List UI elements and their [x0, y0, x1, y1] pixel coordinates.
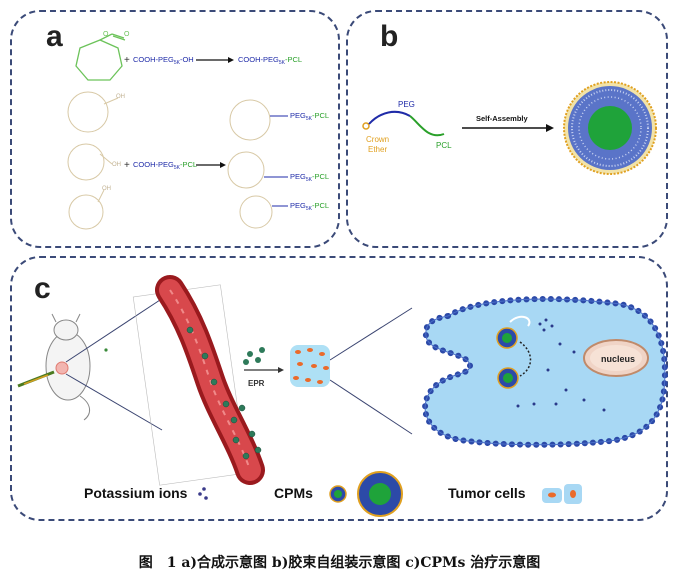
oh-label-3: OH — [102, 186, 111, 192]
vessel-nanoparticles — [186, 326, 262, 460]
mouse-illustration — [45, 313, 91, 421]
plus-1: + — [124, 55, 130, 66]
legend-cpm-large-icon — [357, 471, 403, 517]
dotted-arrow — [519, 341, 532, 377]
stray-dot — [104, 348, 108, 352]
pcl-block — [409, 115, 445, 137]
tumor-cell — [422, 296, 668, 448]
epr-label: EPR — [248, 379, 265, 388]
peg-label: PEG — [398, 100, 415, 109]
blood-vessel — [132, 275, 265, 486]
micelle-core — [588, 106, 632, 150]
panel-c-letter: c — [34, 272, 51, 305]
legend-tumor-cell-icon-1 — [542, 488, 562, 503]
crown-ethers-right — [227, 99, 273, 229]
tumor-tissue — [290, 345, 330, 387]
legend-cpms-label: CPMs — [274, 485, 313, 501]
crown-label-2: Ether — [368, 145, 387, 154]
nucleus-label: nucleus — [601, 354, 635, 364]
panel-a-letter: a — [46, 20, 63, 53]
legend-tumor-cell-icon-2 — [564, 484, 582, 504]
self-assembly-label: Self-Assembly — [476, 114, 529, 123]
cpm-inside-2 — [497, 367, 519, 389]
ether-product-1: PEG5K-PCL — [290, 111, 329, 122]
figure-caption: 图 1 a)合成示意图 b)胶束自组装示意图 c)CPMs 治疗示意图 — [138, 555, 541, 571]
caprolactone-oxygen: O — [103, 31, 109, 38]
ether-product-3: PEG5K-PCL — [290, 201, 329, 212]
peg-chains-right — [264, 115, 288, 207]
reagent-1: COOH-PEG5K-OH — [133, 55, 194, 66]
epr-particles — [243, 347, 265, 365]
legend-potassium-icon — [198, 487, 208, 500]
crown-ether-head — [362, 122, 370, 130]
nucleus — [583, 339, 649, 377]
ether-product-2: PEG5K-PCL — [290, 172, 329, 183]
legend-cpm-small-icon — [329, 485, 347, 503]
panel-b-letter: b — [380, 20, 399, 53]
reagent-2: COOH-PEG5K-PCL — [133, 160, 197, 171]
panel-b-frame — [346, 10, 668, 248]
crown-ethers-left — [67, 91, 119, 230]
legend-potassium-label: Potassium ions — [84, 485, 188, 501]
zoom-lines — [65, 299, 413, 435]
legend-tumor-label: Tumor cells — [448, 485, 526, 501]
oh-label-2: OH — [112, 162, 121, 168]
oh-label-1: OH — [116, 94, 125, 100]
micelle — [563, 81, 657, 175]
panel-a-frame — [10, 10, 340, 248]
product-1: COOH-PEG5K-PCL — [238, 55, 302, 66]
plus-2: + — [124, 160, 130, 171]
panel-c-frame — [10, 256, 668, 521]
crown-label-1: Crown — [366, 135, 389, 144]
caprolactone-structure — [75, 33, 126, 81]
potassium-ions-in-cell — [516, 318, 606, 412]
caprolactone-carbonyl-o: O — [124, 31, 130, 38]
release-arrow — [509, 315, 531, 327]
pcl-label: PCL — [436, 141, 452, 150]
peg-block — [368, 110, 411, 125]
cpm-inside-1 — [496, 327, 518, 349]
